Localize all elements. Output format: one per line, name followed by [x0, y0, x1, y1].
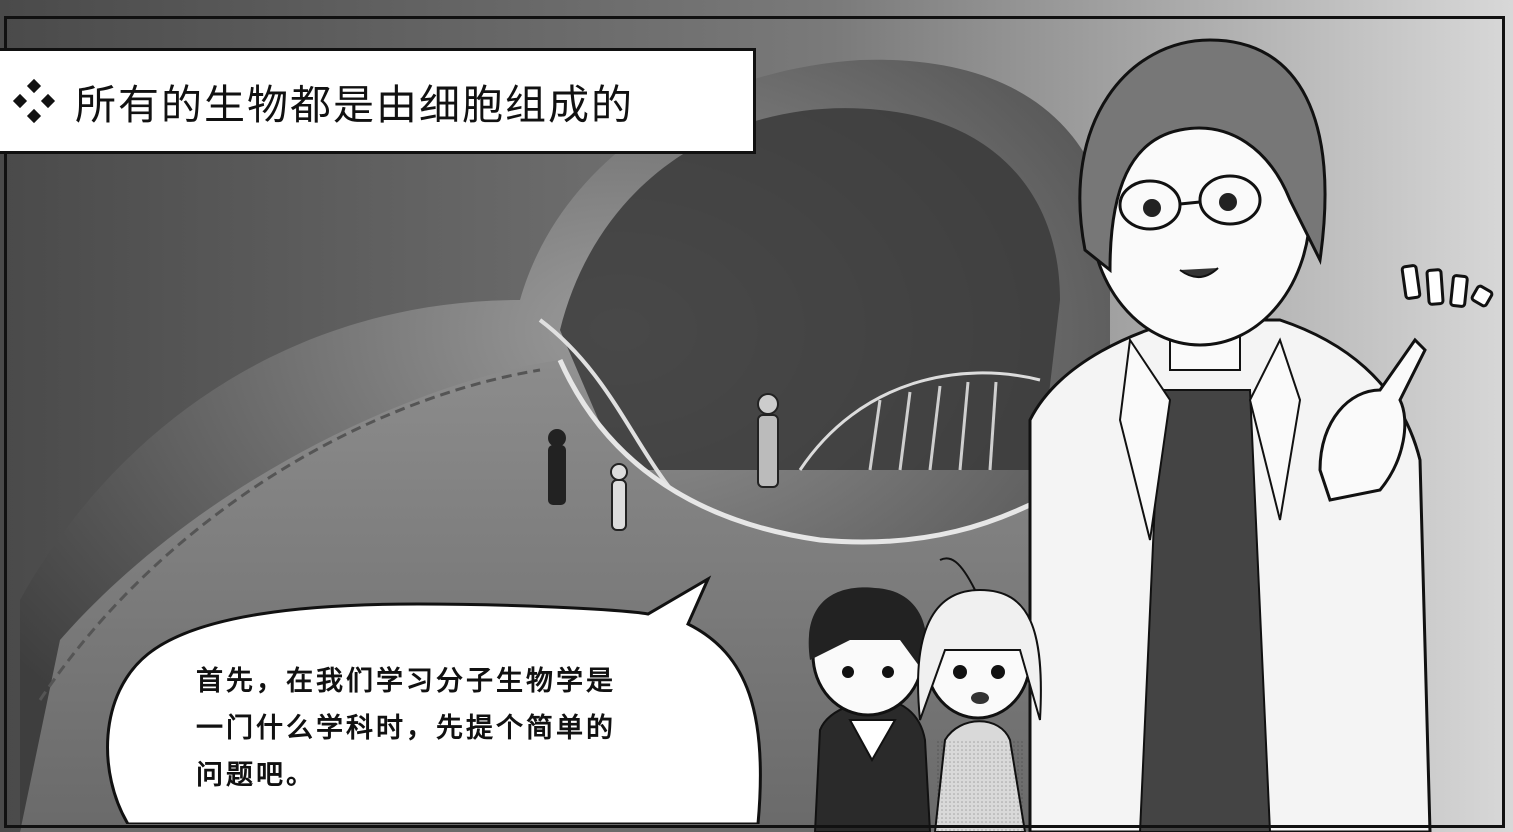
- speech-bubble: [106, 575, 762, 824]
- diamond-cluster-icon: [12, 78, 56, 124]
- caption-title: 所有的生物都是由细胞组成的: [75, 81, 634, 129]
- sound-effect-marks: [1400, 264, 1494, 308]
- speech-line: 首先，在我们学习分子生物学是: [196, 666, 616, 697]
- speech-line: 问题吧。: [196, 760, 316, 791]
- caption-box: 所有的生物都是由细胞组成的: [0, 48, 756, 154]
- speech-line: 一门什么学科时，先提个简单的: [196, 713, 616, 744]
- speech-text: 首先，在我们学习分子生物学是 一门什么学科时，先提个简单的 问题吧。: [196, 658, 696, 799]
